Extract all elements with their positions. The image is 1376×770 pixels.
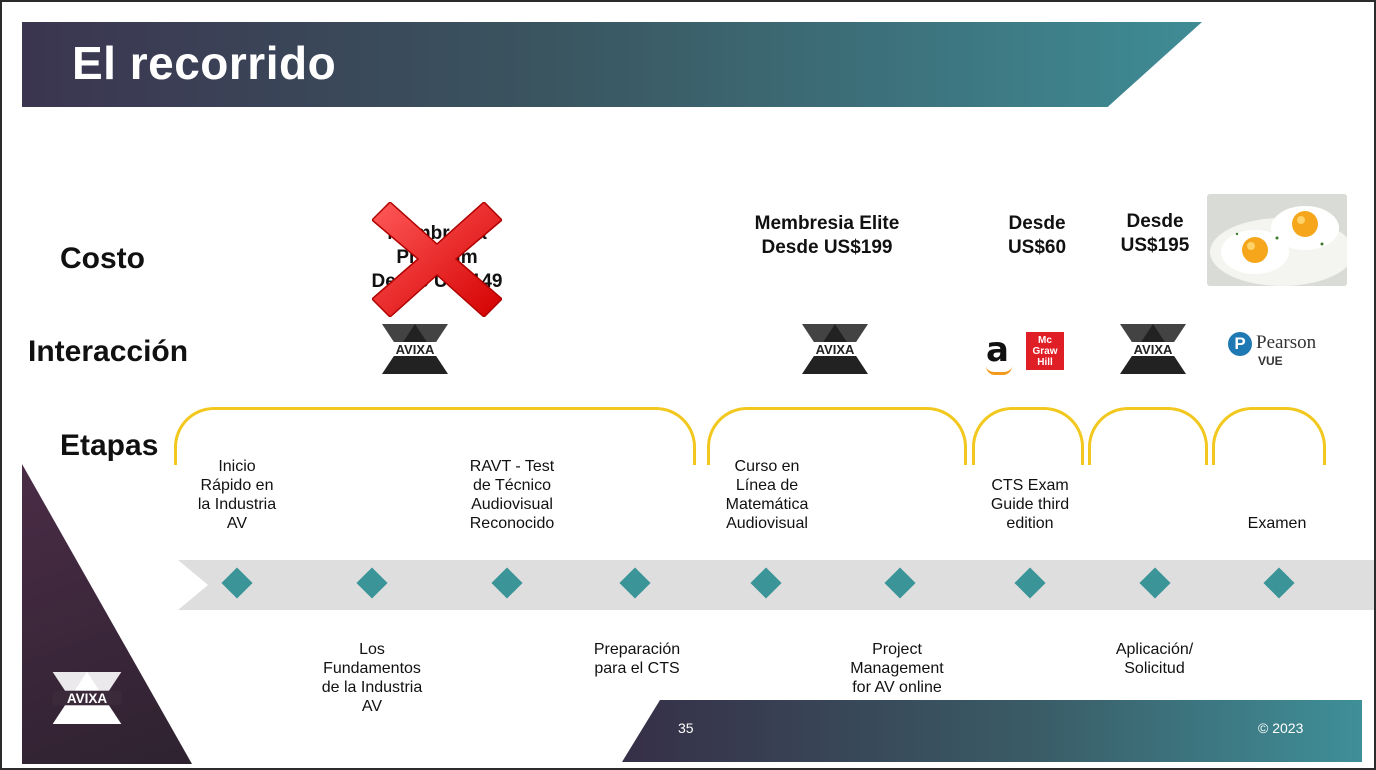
mcgraw-line: Mc bbox=[1038, 335, 1052, 346]
stage-preparacion-cts: Preparación para el CTS bbox=[562, 640, 712, 678]
avixa-logo: AVIXA bbox=[382, 324, 448, 374]
stage-line: AV bbox=[361, 698, 383, 715]
title-banner bbox=[22, 22, 1202, 107]
stage-examen: Examen bbox=[1227, 514, 1327, 533]
stage-bracket bbox=[707, 407, 967, 465]
cost-membresia-elite: Membresia Elite Desde US$199 bbox=[727, 212, 927, 260]
cost-line: Membresia Elite bbox=[754, 213, 900, 234]
stage-fundamentos: Los Fundamentos de la Industria AV bbox=[297, 640, 447, 716]
stage-line: AV bbox=[226, 515, 248, 532]
pearson-text: Pearson bbox=[1256, 332, 1317, 353]
vue-text: VUE bbox=[1258, 354, 1283, 368]
stage-bracket bbox=[972, 407, 1084, 465]
row-label-etapas: Etapas bbox=[60, 429, 159, 462]
stage-line: Fundamentos bbox=[323, 660, 421, 677]
cost-desde-195: Desde US$195 bbox=[1105, 210, 1205, 258]
amazon-letter: a bbox=[986, 330, 1009, 370]
amazon-logo: a bbox=[986, 330, 1012, 375]
stage-line: edition bbox=[1006, 515, 1054, 532]
stage-line: Los bbox=[359, 641, 385, 658]
stage-line: Línea de bbox=[735, 477, 799, 494]
stage-line: Management bbox=[850, 660, 944, 677]
svg-text:AVIXA: AVIXA bbox=[1134, 342, 1173, 357]
stage-curso-matematica: Curso en Línea de Matemática Audiovisual bbox=[692, 457, 842, 533]
stage-line: Aplicación/ bbox=[1115, 641, 1194, 658]
stage-ravt: RAVT - Test de Técnico Audiovisual Recon… bbox=[432, 457, 592, 533]
stage-line: Examen bbox=[1247, 515, 1307, 532]
cost-line: Desde bbox=[1008, 213, 1066, 234]
stage-line: Guide third bbox=[990, 496, 1070, 513]
avixa-logo: AVIXA bbox=[52, 672, 122, 724]
stage-aplicacion: Aplicación/ Solicitud bbox=[1082, 640, 1227, 678]
cost-line: US$60 bbox=[1007, 237, 1067, 258]
stage-line: de Técnico bbox=[473, 477, 551, 494]
stage-line: Reconocido bbox=[469, 515, 555, 532]
svg-text:AVIXA: AVIXA bbox=[396, 342, 435, 357]
row-label-interaccion: Interacción bbox=[28, 335, 189, 368]
copyright: © 2023 bbox=[1258, 720, 1304, 736]
stage-line: Matemática bbox=[725, 496, 809, 513]
stage-cts-exam-guide: CTS Exam Guide third edition bbox=[965, 476, 1095, 533]
stage-line: Inicio bbox=[218, 458, 256, 475]
stage-line: RAVT - Test bbox=[469, 458, 555, 475]
mcgraw-line: Hill bbox=[1037, 357, 1053, 368]
stage-line: Curso en bbox=[734, 458, 800, 475]
stage-line: de la Industria bbox=[321, 679, 423, 696]
stage-line: para el CTS bbox=[594, 660, 680, 677]
stage-line: Audiovisual bbox=[471, 496, 553, 513]
stage-line: CTS Exam bbox=[991, 477, 1069, 494]
fried-eggs-image bbox=[1207, 194, 1347, 286]
page-number: 35 bbox=[678, 720, 694, 736]
page-title: El recorrido bbox=[72, 37, 337, 89]
cost-line: Desde bbox=[1126, 211, 1184, 232]
svg-text:AVIXA: AVIXA bbox=[816, 342, 855, 357]
stage-line: Audiovisual bbox=[726, 515, 808, 532]
row-label-costo: Costo bbox=[60, 242, 145, 275]
stage-bracket bbox=[1212, 407, 1326, 465]
stage-line: Solicitud bbox=[1124, 660, 1185, 677]
mcgraw-hill-logo: Mc Graw Hill bbox=[1026, 332, 1064, 370]
pearson-p-icon: P bbox=[1228, 332, 1252, 356]
mcgraw-line: Graw bbox=[1032, 346, 1058, 357]
stage-line: Project bbox=[872, 641, 922, 658]
stage-bracket bbox=[174, 407, 696, 465]
stage-line: Preparación bbox=[593, 641, 681, 658]
avixa-logo: AVIXA bbox=[802, 324, 868, 374]
stage-bracket bbox=[1088, 407, 1208, 465]
stage-line: for AV online bbox=[852, 679, 942, 696]
footer-band bbox=[622, 700, 1362, 762]
svg-text:AVIXA: AVIXA bbox=[67, 691, 108, 706]
stage-project-management: Project Management for AV online bbox=[822, 640, 972, 697]
avixa-logo: AVIXA bbox=[1120, 324, 1186, 374]
stage-inicio-rapido: Inicio Rápido en la Industria AV bbox=[162, 457, 312, 533]
amazon-smile-icon bbox=[986, 366, 1012, 375]
cost-line: Desde US$199 bbox=[761, 237, 893, 258]
cross-out-icon bbox=[372, 202, 502, 317]
cost-line: US$195 bbox=[1120, 235, 1190, 256]
stage-line: Rápido en bbox=[200, 477, 274, 494]
cost-desde-60: Desde US$60 bbox=[987, 212, 1087, 260]
stage-line: la Industria bbox=[197, 496, 277, 513]
